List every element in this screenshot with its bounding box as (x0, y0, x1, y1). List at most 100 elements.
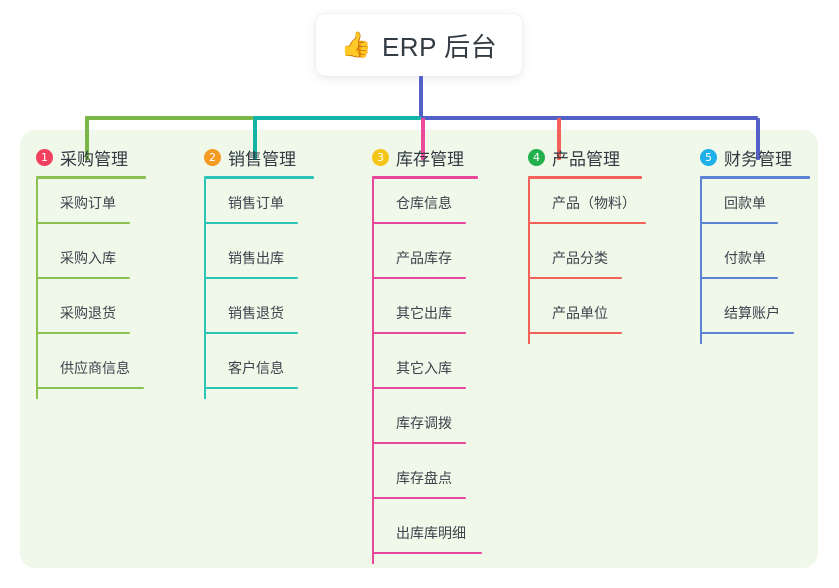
leaf-item-label: 产品（物料） (552, 195, 636, 211)
leaf-item[interactable]: 销售出库 (204, 234, 314, 289)
connector-bus-segment-1 (85, 116, 253, 120)
branch-item-list: 仓库信息产品库存其它出库其它入库库存调拨库存盘点出库库明细 (372, 179, 482, 564)
branch-title: 库存管理 (396, 149, 464, 169)
leaf-item-label: 仓库信息 (396, 195, 452, 211)
branch-spine (700, 179, 702, 344)
branch-number-badge: 4 (528, 148, 545, 166)
leaf-item[interactable]: 产品单位 (528, 289, 642, 344)
leaf-item-label: 产品库存 (396, 250, 452, 266)
leaf-item-rule (204, 277, 298, 279)
leaf-item[interactable]: 出库库明细 (372, 509, 482, 564)
leaf-item-label: 销售退货 (228, 305, 284, 321)
leaf-item-rule (36, 277, 130, 279)
connector-drop-4 (557, 118, 561, 160)
branch-header-5[interactable]: 5 财务管理 (700, 145, 810, 169)
leaf-item-rule (700, 222, 778, 224)
leaf-item[interactable]: 产品分类 (528, 234, 642, 289)
connector-drop-1 (85, 118, 89, 160)
leaf-item-label: 库存调拨 (396, 415, 452, 431)
leaf-item-rule (204, 222, 298, 224)
leaf-item-rule (372, 222, 466, 224)
leaf-item-rule (700, 277, 778, 279)
leaf-item[interactable]: 付款单 (700, 234, 810, 289)
leaf-item[interactable]: 产品库存 (372, 234, 478, 289)
leaf-item-label: 结算账户 (724, 305, 780, 321)
leaf-item-rule (700, 332, 794, 334)
leaf-item-rule (528, 222, 646, 224)
leaf-item-label: 付款单 (724, 250, 766, 266)
leaf-item[interactable]: 采购退货 (36, 289, 146, 344)
leaf-item-rule (204, 387, 298, 389)
branch-title: 财务管理 (724, 149, 792, 169)
branch-header-rule (700, 176, 810, 179)
leaf-item-rule (372, 387, 466, 389)
diagram-panel (20, 130, 818, 568)
leaf-item-label: 产品单位 (552, 305, 608, 321)
leaf-item-label: 供应商信息 (60, 360, 130, 376)
branch-number-badge: 1 (36, 148, 53, 166)
leaf-item[interactable]: 采购订单 (36, 179, 146, 234)
branch-header-1[interactable]: 1 采购管理 (36, 145, 146, 169)
connector-bus-segment-2 (253, 116, 421, 120)
leaf-item-label: 销售出库 (228, 250, 284, 266)
branch-number-badge: 5 (700, 148, 717, 166)
leaf-item-label: 出库库明细 (396, 525, 466, 541)
branch-column-5: 5 财务管理回款单付款单结算账户 (700, 145, 810, 344)
leaf-item[interactable]: 仓库信息 (372, 179, 478, 234)
leaf-item-label: 采购退货 (60, 305, 116, 321)
branch-column-3: 3 库存管理仓库信息产品库存其它出库其它入库库存调拨库存盘点出库库明细 (372, 145, 482, 564)
leaf-item-label: 产品分类 (552, 250, 608, 266)
branch-title: 产品管理 (552, 149, 620, 169)
branch-number-badge: 3 (372, 148, 389, 166)
branch-header-rule (528, 176, 642, 179)
branch-column-4: 4 产品管理产品（物料） 产品分类产品单位 (528, 145, 646, 344)
leaf-item-rule (372, 497, 466, 499)
branch-header-3[interactable]: 3 库存管理 (372, 145, 478, 169)
branch-header-4[interactable]: 4 产品管理 (528, 145, 642, 169)
leaf-item-label: 采购订单 (60, 195, 116, 211)
branch-title: 采购管理 (60, 149, 128, 169)
leaf-item-rule (372, 332, 466, 334)
leaf-item[interactable]: 客户信息 (204, 344, 314, 399)
leaf-item[interactable]: 产品（物料） (528, 179, 646, 234)
leaf-item[interactable]: 结算账户 (700, 289, 810, 344)
leaf-item-rule (36, 387, 144, 389)
leaf-item-rule (372, 552, 482, 554)
leaf-item-label: 客户信息 (228, 360, 284, 376)
leaf-item[interactable]: 采购入库 (36, 234, 146, 289)
leaf-item[interactable]: 其它入库 (372, 344, 478, 399)
leaf-item[interactable]: 库存盘点 (372, 454, 478, 509)
leaf-item[interactable]: 销售订单 (204, 179, 314, 234)
leaf-item-rule (372, 442, 466, 444)
branch-item-list: 回款单付款单结算账户 (700, 179, 810, 344)
leaf-item[interactable]: 销售退货 (204, 289, 314, 344)
leaf-item[interactable]: 库存调拨 (372, 399, 478, 454)
connector-drop-2 (253, 118, 257, 160)
branch-item-list: 销售订单销售出库销售退货客户信息 (204, 179, 314, 399)
branch-header-rule (36, 176, 146, 179)
leaf-item-rule (204, 332, 298, 334)
leaf-item[interactable]: 回款单 (700, 179, 810, 234)
root-node-erp-backend[interactable]: 👍 ERP 后台 (316, 14, 522, 76)
branch-title: 销售管理 (228, 149, 296, 169)
leaf-item-label: 其它出库 (396, 305, 452, 321)
thumbs-up-emoji: 👍 (340, 30, 372, 59)
connector-root-stem (419, 76, 423, 118)
leaf-item-rule (528, 277, 622, 279)
connector-drop-5 (756, 118, 760, 160)
branch-item-list: 产品（物料） 产品分类产品单位 (528, 179, 646, 344)
branch-spine (528, 179, 530, 344)
leaf-item-rule (528, 332, 622, 334)
root-node-label: ERP 后台 (381, 31, 498, 62)
branch-item-list: 采购订单采购入库采购退货供应商信息 (36, 179, 146, 399)
branch-header-rule (372, 176, 478, 179)
leaf-item[interactable]: 其它出库 (372, 289, 478, 344)
leaf-item-label: 采购入库 (60, 250, 116, 266)
leaf-item-label: 其它入库 (396, 360, 452, 376)
leaf-item-rule (372, 277, 466, 279)
leaf-item[interactable]: 供应商信息 (36, 344, 146, 399)
branch-spine (204, 179, 206, 399)
